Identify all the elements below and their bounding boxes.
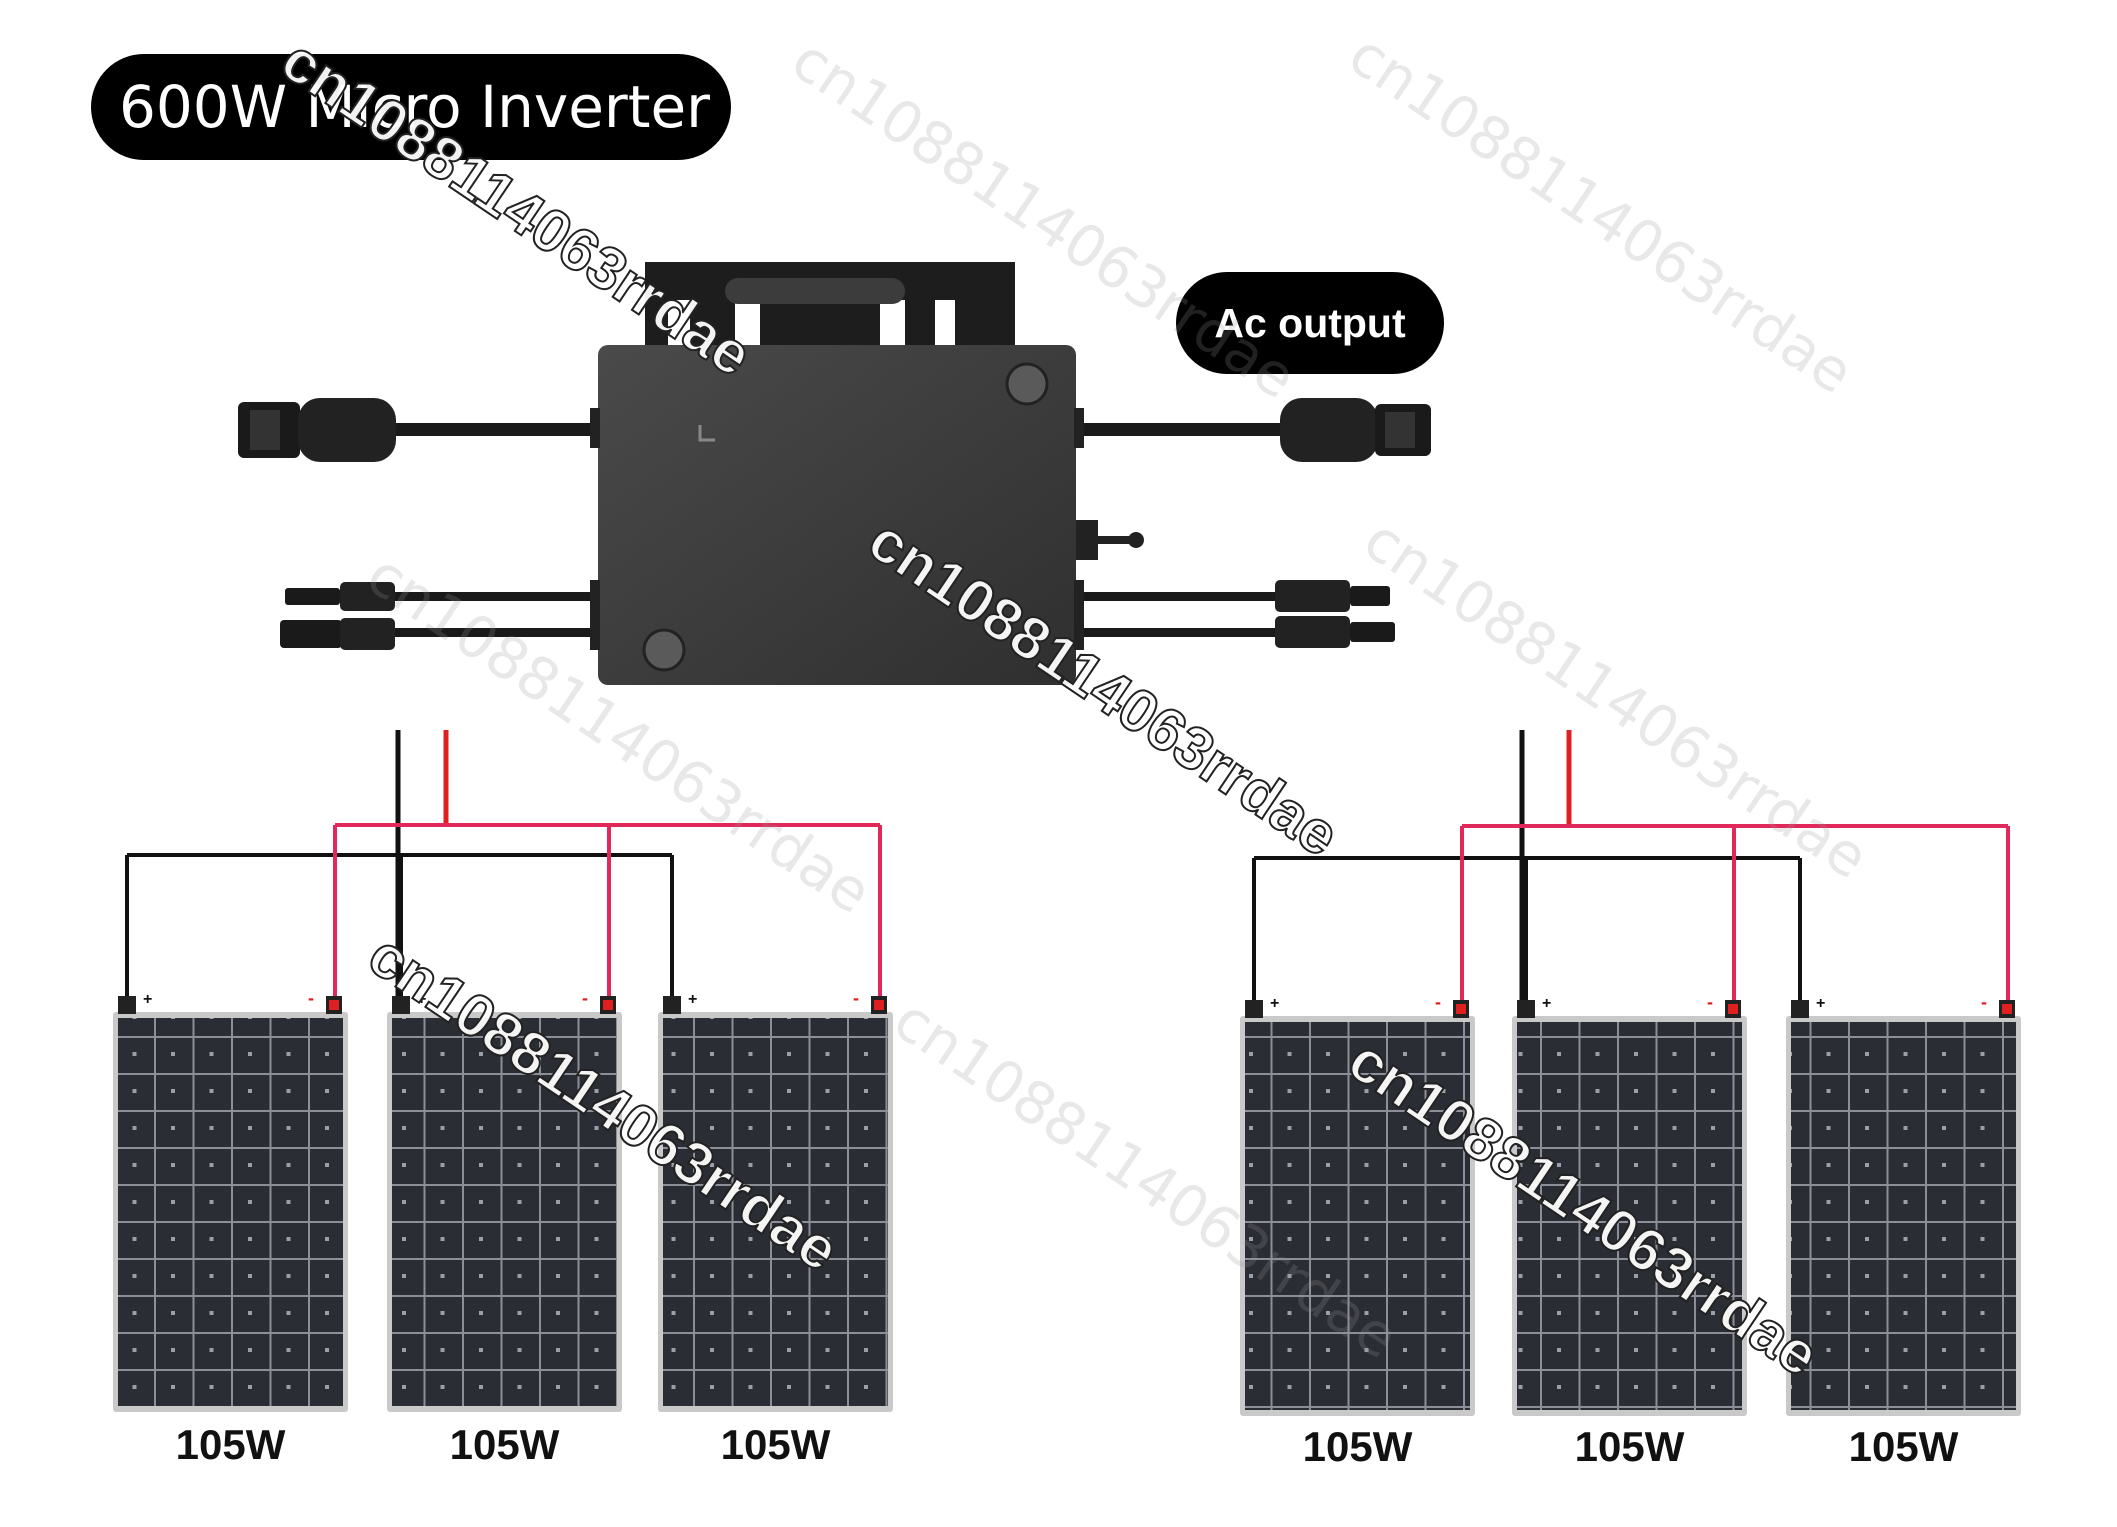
- panel-rating-label: 105W: [449, 1421, 560, 1468]
- solar-panel: +-: [658, 988, 893, 1412]
- dc-connector-left-icon: [280, 582, 395, 650]
- panel-cells: [663, 1018, 888, 1406]
- micro-inverter: [238, 262, 1431, 685]
- positive-terminal-mark: [1456, 1004, 1466, 1014]
- terminal-plus-label: +: [1542, 995, 1551, 1012]
- title-badge: 600W Micro Inverter: [91, 54, 731, 160]
- positive-terminal-mark: [603, 1000, 613, 1010]
- terminal-minus-label: -: [1435, 992, 1441, 1012]
- positive-terminal-mark: [2002, 1004, 2012, 1014]
- panel-rating-label: 105W: [1302, 1423, 1413, 1470]
- terminal-plus-label: +: [1270, 995, 1279, 1012]
- terminal-minus-label: -: [1981, 992, 1987, 1012]
- terminal-minus-label: -: [853, 988, 859, 1008]
- dc-cable-left-1: [388, 592, 598, 601]
- ground-stud-icon: [1076, 520, 1144, 560]
- dc-cable-right-2: [1075, 628, 1275, 637]
- page-title: 600W Micro Inverter: [119, 73, 711, 141]
- positive-terminal-mark: [874, 1000, 884, 1010]
- negative-terminal-icon: [118, 996, 136, 1014]
- panel-cells: [1517, 1022, 1742, 1410]
- solar-panel: +-: [1786, 992, 2021, 1416]
- panel-rating-label: 105W: [720, 1421, 831, 1468]
- panel-cells: [118, 1018, 343, 1406]
- terminal-minus-label: -: [582, 988, 588, 1008]
- wiring-group-1: [125, 730, 882, 1002]
- solar-panel: +-: [1240, 992, 1475, 1416]
- negative-terminal-icon: [392, 996, 410, 1014]
- negative-terminal-icon: [663, 996, 681, 1014]
- positive-terminal-mark: [329, 1000, 339, 1010]
- terminal-minus-label: -: [1707, 992, 1713, 1012]
- dc-connector-right-icon: [1275, 580, 1395, 648]
- terminal-plus-label: +: [1816, 995, 1825, 1012]
- dc-cable-left-2: [388, 628, 598, 637]
- terminal-plus-label: +: [143, 991, 152, 1008]
- solar-panel: +-: [387, 988, 622, 1412]
- ac-connector-right-icon: [1280, 398, 1431, 462]
- panel-cells: [1245, 1022, 1470, 1410]
- ac-cable-right: [1075, 423, 1290, 436]
- inverter-body: [598, 345, 1076, 685]
- inverter-mount-hole-top: [1005, 362, 1049, 406]
- terminal-plus-label: +: [417, 991, 426, 1008]
- wiring-group-2: [1252, 730, 2010, 1006]
- panel-rating-label: 105W: [1848, 1423, 1959, 1470]
- solar-panel: +-: [1512, 992, 1747, 1416]
- wiring-group: [125, 730, 2010, 1006]
- terminal-minus-label: -: [308, 988, 314, 1008]
- dc-cable-right-1: [1075, 592, 1275, 601]
- panel-rating-label: 105W: [175, 1421, 286, 1468]
- negative-terminal-icon: [1517, 1000, 1535, 1018]
- panel-rating-label: 105W: [1574, 1423, 1685, 1470]
- negative-terminal-icon: [1791, 1000, 1809, 1018]
- terminal-plus-label: +: [688, 991, 697, 1008]
- positive-terminal-mark: [1728, 1004, 1738, 1014]
- ac-output-label: Ac output: [1214, 300, 1406, 346]
- panel-cells: [392, 1018, 617, 1406]
- ac-cable-left: [390, 423, 600, 436]
- ac-output-badge: Ac output: [1176, 272, 1444, 374]
- inverter-mount-hole-bottom: [642, 628, 686, 672]
- solar-panels-group: +-+-+-+-+-+-: [113, 988, 2021, 1416]
- ac-connector-left-icon: [238, 398, 396, 462]
- panel-cells: [1791, 1022, 2016, 1410]
- negative-terminal-icon: [1245, 1000, 1263, 1018]
- bracket-grip: [725, 278, 905, 304]
- solar-panel: +-: [113, 988, 348, 1412]
